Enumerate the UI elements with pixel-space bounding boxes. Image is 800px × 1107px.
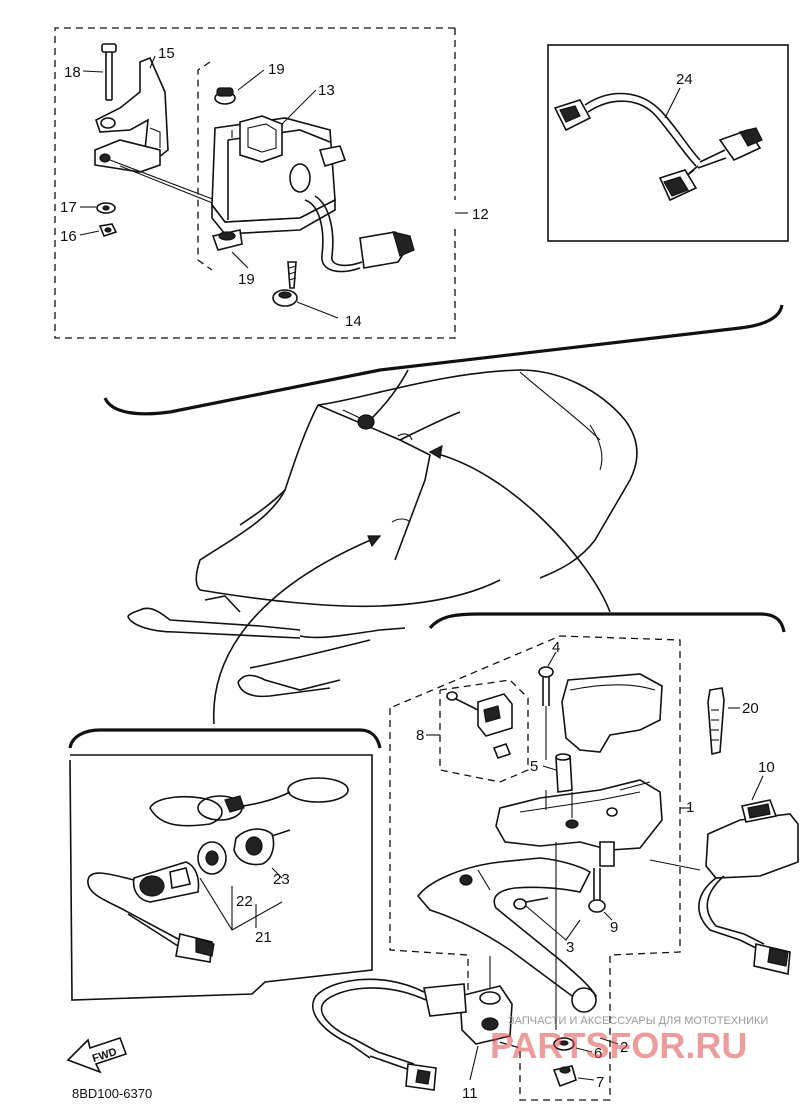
callout-12: 12	[472, 206, 489, 223]
callout-4: 4	[552, 639, 560, 656]
diagram-code: 8BD100-6370	[72, 1086, 152, 1101]
grommet-19-lower	[211, 229, 243, 251]
collar-5	[555, 753, 573, 793]
left-brace	[68, 728, 382, 749]
group-12-box: 18 15 19 13 17 16 19 14 12	[54, 27, 489, 339]
fwd-arrow: FWD	[66, 1036, 128, 1074]
arrow-to-handlebar	[429, 451, 611, 613]
group-21-box: 23 22 21	[69, 754, 373, 1001]
switch-parts	[87, 828, 291, 963]
brake-switch-11	[312, 978, 513, 1091]
lever-holder	[495, 779, 663, 867]
nut-16	[98, 223, 118, 237]
grommet-19-upper	[214, 87, 236, 105]
callout-22: 22	[236, 893, 253, 910]
connector-13	[359, 231, 415, 269]
screw-3	[513, 897, 549, 910]
wire-harness-24	[553, 92, 763, 202]
callout-15: 15	[158, 45, 175, 62]
callout-9: 9	[610, 919, 618, 936]
callout-21: 21	[255, 929, 272, 946]
callout-20: 20	[742, 700, 759, 717]
snowmobile-outline	[127, 369, 638, 698]
module-10	[698, 799, 799, 975]
callout-14: 14	[345, 313, 362, 330]
screw-14	[272, 261, 298, 307]
tether-cord-23	[149, 777, 349, 827]
bolt-18	[101, 43, 117, 101]
watermark-tagline: ЗАПЧАСТИ И АКСЕССУАРЫ ДЛЯ МОТОТЕХНИКИ	[508, 1015, 768, 1027]
callout-1: 1	[686, 799, 694, 816]
callout-5: 5	[530, 758, 538, 775]
callout-17: 17	[60, 199, 77, 216]
watermark-logo: PARTSFOR.RU	[490, 1025, 747, 1066]
callout-6: 6	[594, 1045, 602, 1062]
group-1-box: 1 8 4 5	[312, 635, 694, 1102]
upper-brace	[103, 304, 784, 416]
bolt-4	[538, 666, 554, 760]
bolt-9	[588, 868, 606, 913]
callout-8: 8	[416, 727, 424, 744]
arrow-to-upper-box	[371, 369, 409, 419]
washer-6	[553, 1037, 575, 1051]
callout-3: 3	[566, 939, 574, 956]
nut-7	[552, 1065, 577, 1088]
arrow-to-left-box	[212, 535, 381, 725]
callout-24: 24	[676, 71, 693, 88]
callout-11: 11	[462, 1085, 478, 1102]
callout-23: 23	[273, 871, 290, 888]
callout-19-lower: 19	[238, 271, 255, 288]
bracket-15	[94, 56, 169, 173]
brake-lever-3	[416, 857, 598, 1013]
clamp-8	[446, 691, 513, 759]
callout-19-upper: 19	[268, 61, 285, 78]
washer-17	[96, 202, 116, 214]
cable-tie-20	[707, 687, 725, 756]
lower-brace	[428, 612, 786, 633]
callout-13: 13	[318, 82, 335, 99]
control-module-13	[211, 115, 347, 235]
callout-18: 18	[64, 64, 81, 81]
callout-16: 16	[60, 228, 77, 245]
callout-7: 7	[596, 1074, 604, 1091]
callout-2: 2	[620, 1039, 628, 1056]
cover	[561, 673, 663, 753]
group-24-box: 24	[547, 44, 789, 242]
callout-10: 10	[758, 759, 775, 776]
